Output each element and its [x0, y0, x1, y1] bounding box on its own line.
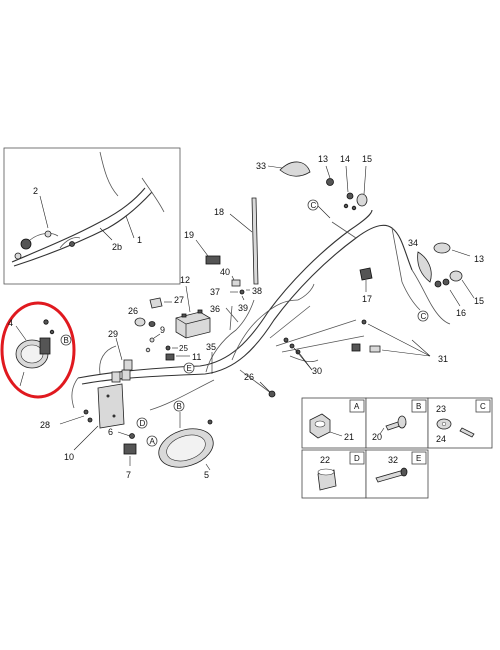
leader-c-top	[317, 205, 331, 219]
legend-c-part2: 24	[436, 434, 446, 444]
callout-15-right: 15	[474, 296, 484, 306]
ref-d-label: D	[140, 419, 146, 428]
callout-18: 18	[214, 207, 224, 217]
fuse-group	[230, 275, 250, 301]
relay-19	[195, 239, 221, 265]
callout-26-right: 26	[244, 372, 254, 382]
callout-38: 38	[252, 286, 262, 296]
screws-28	[59, 409, 93, 425]
callout-15-top: 15	[362, 154, 372, 164]
callout-37: 37	[210, 287, 220, 297]
grommet-26-right	[259, 381, 276, 398]
connectors-31	[351, 319, 431, 357]
callout-11: 11	[192, 352, 201, 362]
legend-d-letter: D	[354, 454, 360, 463]
connector-6-7	[117, 431, 137, 466]
callout-16: 16	[456, 308, 466, 318]
callout-12: 12	[180, 275, 190, 285]
relays-29	[111, 337, 133, 383]
legend-e-letter: E	[416, 454, 421, 463]
legend-box-c: C 23 24	[427, 397, 493, 449]
callout-40: 40	[220, 267, 230, 277]
legend-box-b: B 20	[365, 397, 429, 449]
callout-35: 35	[206, 342, 216, 352]
callout-2b: 2b	[112, 242, 122, 252]
ref-b-left-label: B	[64, 336, 69, 345]
callout-6: 6	[108, 427, 113, 437]
callout-26-left: 26	[128, 306, 138, 316]
ref-e	[183, 362, 195, 374]
callout-14: 14	[340, 154, 350, 164]
ref-c-top	[307, 199, 319, 211]
legend-box-e: E 32	[365, 449, 429, 499]
legend-c-part1: 23	[436, 404, 446, 414]
callout-10: 10	[64, 452, 74, 462]
rod-18	[229, 197, 259, 285]
callout-5: 5	[204, 470, 209, 480]
callout-31: 31	[438, 354, 448, 364]
legend-e-part: 32	[388, 455, 398, 465]
ref-c-top-label: C	[311, 201, 317, 210]
callout-27: 27	[174, 295, 184, 305]
callout-13-right: 13	[474, 254, 484, 264]
callout-25: 25	[179, 344, 188, 353]
ref-d	[136, 417, 148, 429]
callout-29: 29	[108, 329, 118, 339]
callout-13-top: 13	[318, 154, 328, 164]
ref-a-label: A	[150, 437, 156, 446]
ref-b-left	[60, 334, 72, 346]
callout-34: 34	[408, 238, 418, 248]
ref-b-front-label: B	[177, 402, 182, 411]
legend-b-part: 20	[372, 432, 382, 442]
callout-36: 36	[210, 304, 220, 314]
connectors-30	[283, 337, 313, 371]
top-lamp-group	[267, 161, 368, 211]
legend-box-d: D 22	[301, 449, 367, 499]
callout-1: 1	[137, 235, 142, 245]
ref-b-front	[173, 400, 185, 412]
callout-28: 28	[40, 420, 50, 430]
headlamp-left-highlighted	[0, 301, 76, 399]
ref-a	[146, 435, 158, 447]
callout-4: 4	[8, 318, 13, 328]
legend-c-letter: C	[480, 402, 486, 411]
legend-box-a: A 21	[301, 397, 367, 449]
main-harness	[71, 209, 451, 411]
clip-27	[149, 297, 172, 309]
inset-harness-view	[3, 147, 181, 285]
mounting-plate	[73, 383, 125, 451]
ref-c-lower	[417, 310, 429, 322]
switch-17	[359, 267, 373, 292]
callout-33: 33	[256, 161, 266, 171]
rear-lamp-group	[417, 242, 475, 307]
wire-36	[225, 305, 239, 331]
ref-c-lower-label: C	[421, 312, 427, 321]
grommet-26-left	[134, 317, 156, 327]
callout-9: 9	[160, 325, 165, 335]
callout-19: 19	[184, 230, 194, 240]
headlamp-front	[158, 412, 214, 471]
callout-39: 39	[238, 303, 248, 313]
ref-e-label: E	[187, 364, 192, 373]
callout-17: 17	[362, 294, 372, 304]
legend-d-part: 22	[320, 455, 330, 465]
small-parts-9-25-11	[145, 333, 190, 361]
legend-a-part: 21	[344, 432, 354, 442]
callout-2: 2	[33, 186, 38, 196]
battery-12	[175, 285, 211, 339]
callout-7: 7	[126, 470, 131, 480]
callout-30: 30	[312, 366, 322, 376]
legend-b-letter: B	[416, 402, 421, 411]
legend-a-letter: A	[354, 402, 360, 411]
